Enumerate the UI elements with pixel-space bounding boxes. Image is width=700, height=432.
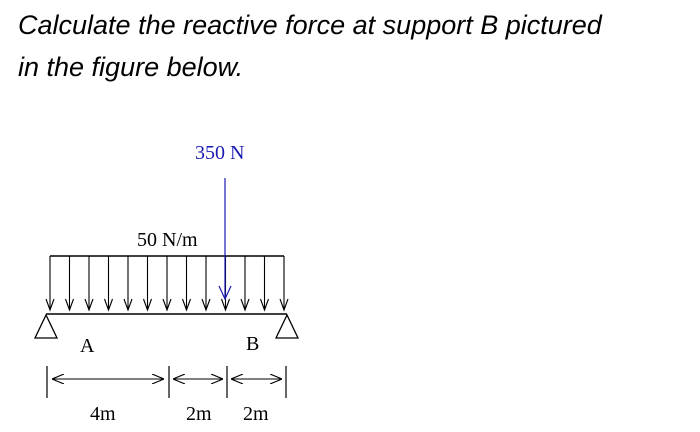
distributed-load-arrowhead xyxy=(259,298,270,312)
distributed-load-arrowhead xyxy=(201,298,211,312)
support-a-triangle xyxy=(33,313,59,339)
support-b-label: B xyxy=(246,333,259,355)
distributed-load xyxy=(45,255,289,312)
distributed-load-arrowhead xyxy=(103,298,114,312)
support-a-label: A xyxy=(80,335,95,357)
dimension-label-4m: 4m xyxy=(90,403,116,425)
distributed-load-arrowhead xyxy=(142,298,153,312)
dimension-label-2m-second: 2m xyxy=(243,403,269,425)
distributed-load-arrowhead xyxy=(84,298,94,312)
question-line-2: in the figure below. xyxy=(18,52,244,82)
distributed-load-arrowhead xyxy=(220,298,231,312)
point-load-arrowhead xyxy=(218,285,232,301)
support-b-triangle xyxy=(274,313,300,339)
distributed-load-arrowhead xyxy=(45,298,55,312)
question-text: Calculate the reactive force at support … xyxy=(18,4,690,88)
point-load-label: 350 N xyxy=(195,142,244,164)
distributed-load-arrowhead xyxy=(123,298,133,312)
distributed-load-arrowhead xyxy=(279,298,289,312)
question-line-1: Calculate the reactive force at support … xyxy=(18,10,602,40)
distributed-load-label: 50 N/m xyxy=(137,229,198,251)
distributed-load-arrowhead xyxy=(240,298,250,312)
distributed-load-arrowhead xyxy=(64,298,75,312)
distributed-load-arrowhead xyxy=(162,298,172,312)
dimension-label-2m-first: 2m xyxy=(186,403,212,425)
distributed-load-arrowhead xyxy=(181,298,192,312)
